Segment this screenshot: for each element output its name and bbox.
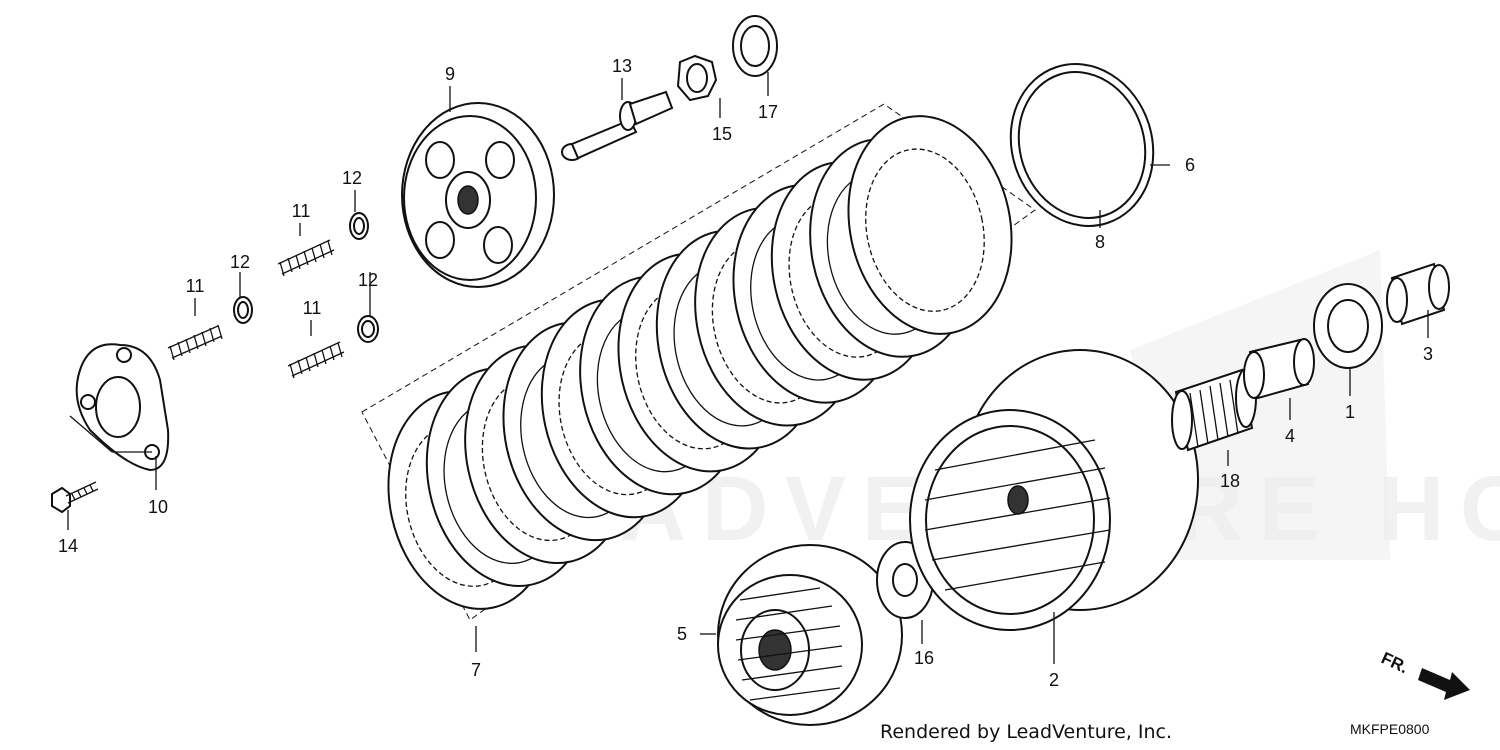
lifter-plate-10 bbox=[75, 343, 170, 472]
oil-pump-gear-1 bbox=[1313, 283, 1383, 369]
callout-1: 1 bbox=[1345, 402, 1355, 422]
diagram-code: MKFPE0800 bbox=[1350, 721, 1430, 737]
callout-18: 18 bbox=[1220, 471, 1240, 491]
spring-11-a bbox=[167, 324, 223, 361]
callout-11-c: 11 bbox=[303, 298, 322, 318]
front-direction-arrow: FR. bbox=[1378, 648, 1470, 700]
callout-15: 15 bbox=[712, 124, 732, 144]
spring-11-b bbox=[277, 239, 335, 277]
collar-3 bbox=[1386, 262, 1450, 326]
callout-14: 14 bbox=[58, 536, 78, 556]
clutch-disc bbox=[847, 115, 1013, 335]
callout-4: 4 bbox=[1285, 426, 1295, 446]
pressure-plate-9 bbox=[401, 102, 555, 288]
callout-11-a: 11 bbox=[186, 276, 205, 296]
clutch-center-5 bbox=[717, 544, 903, 726]
front-label: FR. bbox=[1378, 648, 1411, 677]
springs-11 bbox=[167, 239, 345, 379]
callout-16: 16 bbox=[914, 648, 934, 668]
callout-17: 17 bbox=[758, 102, 778, 122]
callout-13: 13 bbox=[612, 56, 632, 76]
callout-2: 2 bbox=[1049, 670, 1059, 690]
callout-11-b: 11 bbox=[292, 201, 311, 221]
callout-6: 6 bbox=[1185, 155, 1195, 175]
spring-11-c bbox=[287, 341, 345, 379]
callout-8: 8 bbox=[1095, 232, 1105, 252]
callout-7: 7 bbox=[471, 660, 481, 680]
collar-4 bbox=[1243, 338, 1315, 400]
callout-12-a: 12 bbox=[230, 252, 250, 272]
needle-bearing-18 bbox=[1171, 368, 1257, 452]
leader-lines bbox=[67, 72, 1429, 664]
washers-12 bbox=[233, 212, 379, 343]
credit-text: Rendered by LeadVenture, Inc. bbox=[880, 721, 1172, 743]
nut-15 bbox=[676, 54, 718, 102]
arrow-right-icon bbox=[1418, 668, 1470, 700]
callout-10: 10 bbox=[148, 497, 168, 517]
clutch-outer-2 bbox=[909, 349, 1199, 631]
callout-5: 5 bbox=[677, 624, 687, 644]
rings-6-8 bbox=[1009, 63, 1155, 227]
callout-12-b: 12 bbox=[342, 168, 362, 188]
callout-3: 3 bbox=[1423, 344, 1433, 364]
washer-17 bbox=[732, 15, 778, 77]
clutch-disc-stack-7 bbox=[361, 103, 1036, 621]
lifter-rod-13 bbox=[561, 90, 674, 161]
callout-12-c: 12 bbox=[358, 270, 378, 290]
callout-9: 9 bbox=[445, 64, 455, 84]
bolt-14 bbox=[51, 481, 99, 514]
